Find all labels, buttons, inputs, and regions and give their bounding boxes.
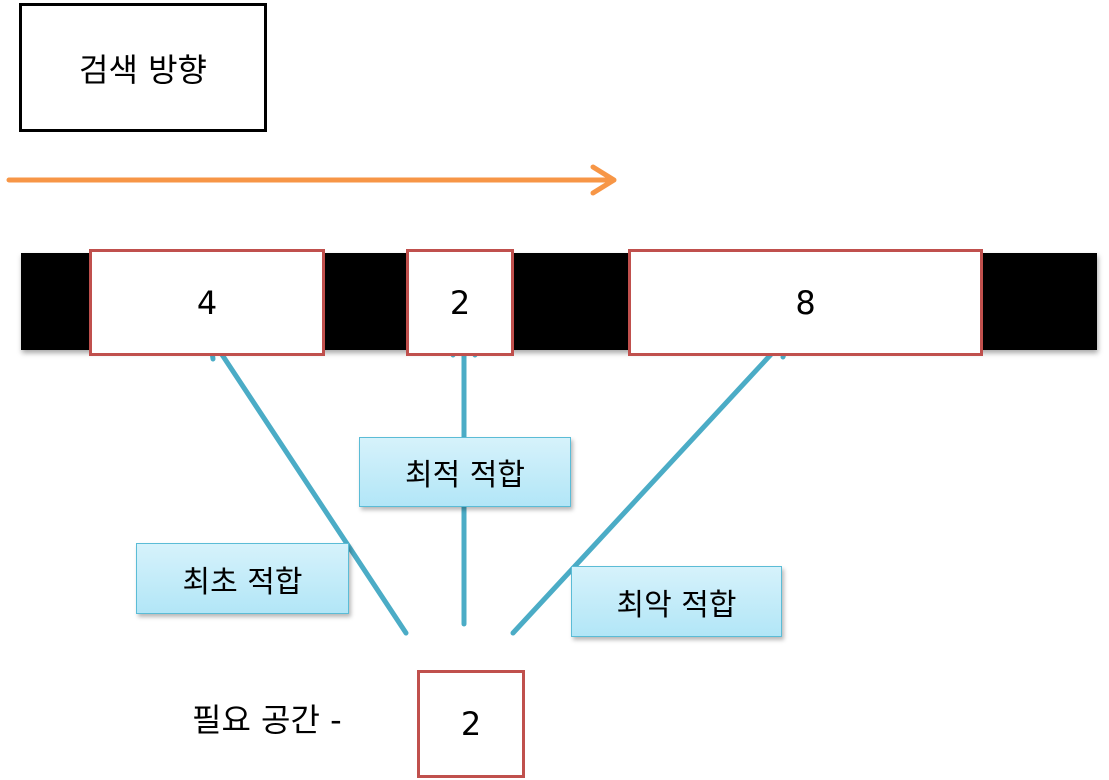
first-fit-label: 최초 적합 [136, 543, 349, 614]
free-block-size: 2 [449, 283, 471, 322]
worst-fit-text: 최악 적합 [616, 587, 737, 623]
free-block-size: 4 [196, 283, 218, 322]
free-block-2: 2 [406, 249, 514, 356]
search-direction-title: 검색 방향 [79, 50, 207, 89]
free-block-8: 8 [628, 249, 983, 356]
required-space-size: 2 [460, 705, 482, 743]
best-fit-label: 최적 적합 [359, 437, 571, 507]
free-block-4: 4 [89, 249, 325, 356]
worst-fit-label: 최악 적합 [571, 566, 782, 637]
first-fit-text: 최초 적합 [182, 564, 303, 600]
free-block-size: 8 [795, 283, 816, 322]
best-fit-text: 최적 적합 [405, 458, 525, 493]
required-space-box: 2 [417, 670, 525, 778]
search-direction-box: 검색 방향 [19, 3, 267, 132]
required-space-label: 필요 공간 - [192, 701, 342, 739]
search-direction-arrow [6, 164, 617, 196]
